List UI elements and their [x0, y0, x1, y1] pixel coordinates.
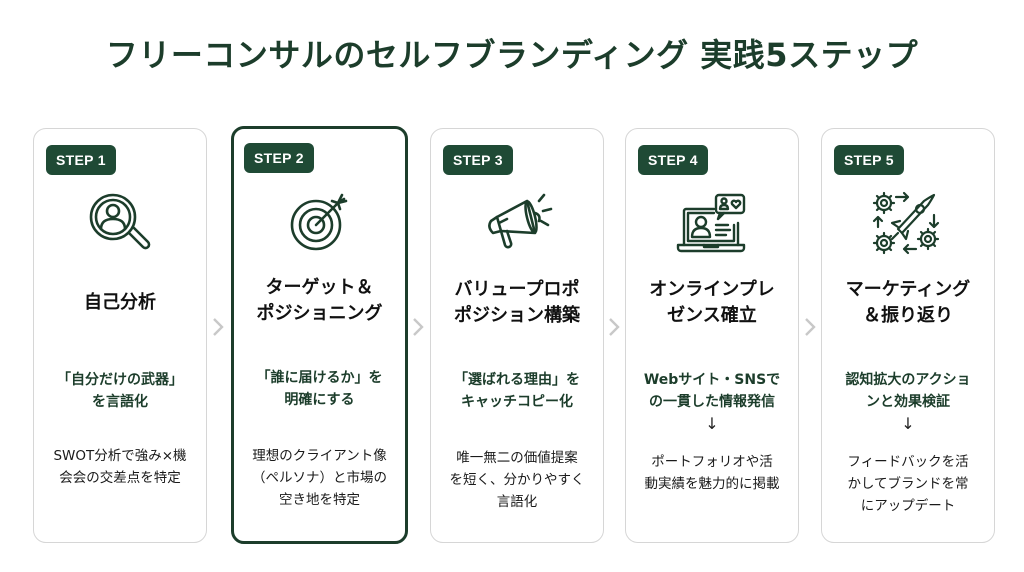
step-heading: ターゲット＆ポジショニング [256, 277, 383, 324]
step-description: ポートフォリオや活 動実績を魅力的に掲載 [644, 454, 780, 492]
step-card-4[interactable]: STEP 4 オンラインプレゼンス確立 Webサイト・SNSで の一貫した情報発… [625, 128, 799, 543]
chevron-right-icon [211, 316, 225, 338]
step-heading: 自己分析 [84, 292, 156, 313]
step-subheading: 「自分だけの武器」 を言語化 [57, 372, 183, 410]
step-subheading: 認知拡大のアクショ ンと効果検証 ↓ [828, 369, 988, 435]
chevron-right-icon [803, 316, 817, 338]
chevron-right-icon [411, 316, 425, 338]
step-description: SWOT分析で強み×機 会会の交差点を特定 [53, 448, 187, 486]
step-badge: STEP 2 [244, 143, 314, 173]
step-subheading: 「誰に届けるか」を 明確にする [256, 370, 383, 408]
page-title: フリーコンサルのセルフブランディング 実践5ステップ [105, 36, 919, 74]
step-description: 唯一無二の価値提案 を短く、分かりやすく 言語化 [449, 450, 585, 510]
laptop-profile-icon [672, 187, 752, 259]
step-card-2[interactable]: STEP 2 ターゲット＆ポジショニング 「誰に届けるか」を 明確にする 理想の… [231, 126, 408, 544]
megaphone-icon [477, 187, 557, 259]
target-arrow-icon [280, 187, 360, 259]
chevron-right-icon [607, 316, 621, 338]
step-heading: マーケティング＆振り返り [845, 279, 971, 326]
step-subheading: Webサイト・SNSで の一貫した情報発信 ↓ [632, 369, 792, 435]
magnifier-person-icon [80, 187, 160, 259]
step-badge: STEP 1 [46, 145, 116, 175]
rocket-gears-icon [868, 187, 948, 259]
step-description: フィードバックを活 かしてブランドを常 にアップデート [847, 454, 969, 514]
step-badge: STEP 5 [834, 145, 904, 175]
step-heading: バリュープロポポジション構築 [454, 279, 580, 326]
step-subheading: 「選ばれる理由」を キャッチコピー化 [454, 372, 580, 410]
step-heading: オンラインプレゼンス確立 [649, 279, 775, 326]
step-badge: STEP 3 [443, 145, 513, 175]
step-card-3[interactable]: STEP 3 バリュープロポポジション構築 「選ばれる理由」を キャッチコピー化… [430, 128, 604, 543]
step-card-5[interactable]: STEP 5 マーケティング＆振り返り 認知拡大のアクショ ンと効果検証 [821, 128, 995, 543]
step-badge: STEP 4 [638, 145, 708, 175]
arrow-down-icon: ↓ [901, 414, 915, 433]
step-description: 理想のクライアント像 （ペルソナ）と市場の 空き地を特定 [252, 448, 387, 508]
arrow-down-icon: ↓ [705, 414, 719, 433]
step-card-1[interactable]: STEP 1 自己分析 「自分だけの武器」 を言語化 SWOT分析で強み×機 会… [33, 128, 207, 543]
